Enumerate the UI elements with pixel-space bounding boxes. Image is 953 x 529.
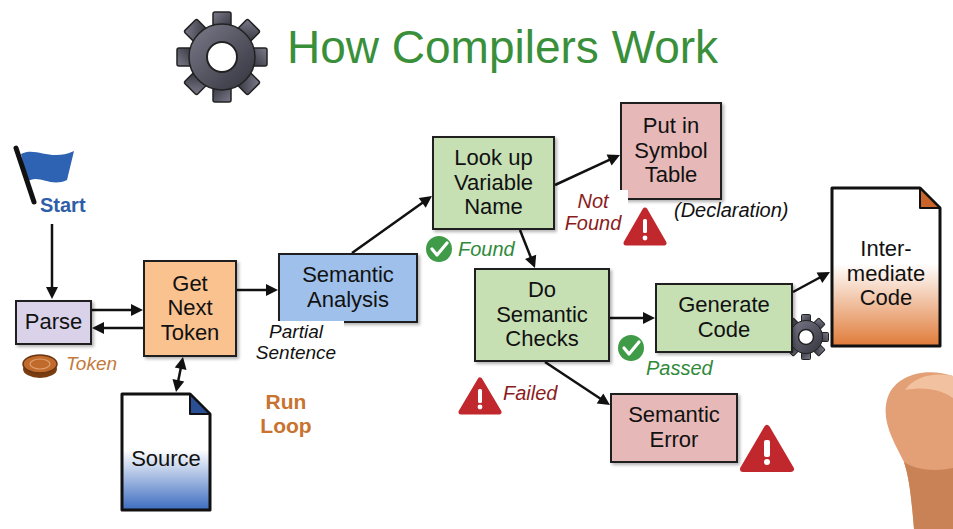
arrow-head (92, 322, 104, 334)
arrow-head (175, 357, 187, 370)
check-icon (426, 236, 452, 262)
loop-label: Run Loop (250, 390, 322, 437)
note-label: (Declaration) (674, 199, 788, 221)
warning-icon (743, 428, 791, 469)
process-box: Get Next Token (143, 260, 237, 357)
arrow-head (131, 304, 143, 316)
node-text: Semantic Error (618, 403, 730, 452)
connector-line (555, 159, 611, 185)
connector-arrow (237, 284, 278, 296)
document-shape: Source (120, 392, 212, 512)
connector-line (352, 202, 424, 253)
connector-line (610, 317, 645, 320)
connector-arrow (520, 230, 536, 268)
connector-line (237, 289, 268, 292)
token-label: Token (66, 353, 117, 374)
connector-line (520, 230, 531, 259)
node-text: Parse (25, 310, 82, 335)
node-text: Get Next Token (151, 272, 229, 346)
diagram-title: How Compilers Work (287, 20, 718, 74)
node-text: Look up Variable Name (440, 146, 547, 220)
arrow-head (525, 255, 536, 268)
connector-arrow (92, 322, 143, 334)
warning-icon (461, 380, 499, 412)
token-coin (23, 355, 57, 378)
connector-arrow (172, 357, 186, 392)
thumb-illustration (886, 372, 953, 529)
arrow-head (172, 379, 184, 392)
connector-arrow (555, 155, 620, 185)
arrow-head (266, 284, 278, 296)
arrow-head (419, 196, 432, 208)
node-text: Semantic Analysis (286, 263, 410, 312)
process-box: Do Semantic Checks (474, 268, 610, 362)
start-flag (16, 148, 74, 202)
node-text: Generate Code (663, 293, 785, 342)
connector-arrow (92, 304, 143, 316)
process-box: Parse (15, 300, 92, 345)
error-box: Semantic Error (610, 393, 738, 463)
edge-label: Partial Sentence (248, 321, 344, 364)
process-box: Semantic Analysis (278, 253, 418, 323)
edge-label: Passed (646, 357, 713, 379)
node-text: Source (131, 447, 201, 472)
arrow-head (817, 272, 830, 283)
edge-label: Failed (503, 382, 557, 404)
process-box: Generate Code (655, 283, 793, 353)
connector-line (178, 367, 181, 382)
node-text: Put in Symbol Table (628, 114, 714, 188)
check-icon (618, 335, 644, 361)
connector-line (102, 327, 143, 330)
process-box: Look up Variable Name (432, 136, 555, 230)
arrow-head (597, 393, 610, 405)
arrow-head (643, 312, 655, 324)
connector-line (92, 309, 133, 312)
node-text: Do Semantic Checks (482, 278, 602, 352)
start-arrow (46, 224, 58, 299)
node-text: Inter- mediate Code (840, 237, 932, 311)
arrow-head (607, 155, 620, 166)
process-box: Put in Symbol Table (620, 102, 722, 200)
warning-icon (626, 210, 664, 243)
connector-line (793, 277, 821, 292)
title-gear (177, 12, 267, 102)
edge-label: Found (458, 238, 515, 260)
document-shape: Inter- mediate Code (830, 186, 942, 348)
connector-arrow (610, 312, 655, 324)
edge-label: Not Found (558, 190, 628, 235)
connector-arrow (352, 196, 432, 253)
start-label: Start (40, 194, 86, 216)
connector-arrow (793, 272, 830, 292)
